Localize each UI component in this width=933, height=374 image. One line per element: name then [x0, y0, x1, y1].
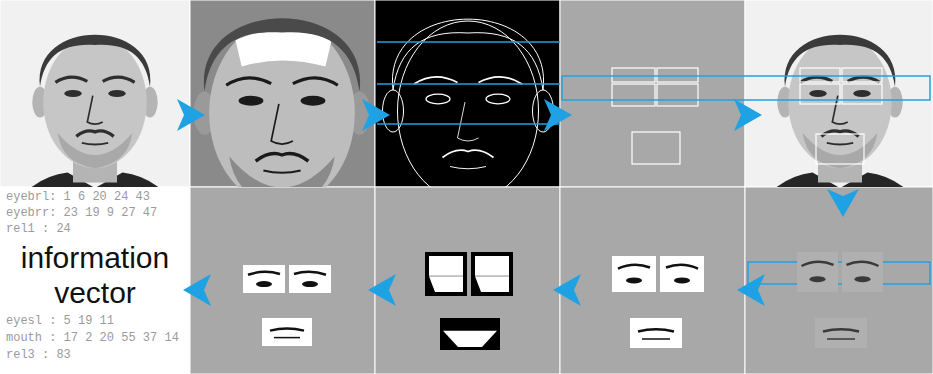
vector-line: rel1 : 24	[6, 222, 71, 237]
flow-arrow	[553, 274, 581, 306]
band-line	[377, 83, 560, 85]
panel-ground	[560, 187, 745, 374]
band-line	[377, 41, 560, 43]
face-figure	[1, 35, 188, 187]
panel-ground	[190, 187, 375, 374]
feature-crop	[425, 252, 513, 350]
panel-ground	[745, 0, 933, 187]
feature-box	[612, 84, 655, 106]
flow-arrow	[544, 99, 572, 131]
vector-line: eyesl : 5 19 11	[6, 314, 114, 329]
panel-ground	[375, 0, 560, 187]
face-figure	[747, 35, 933, 187]
feature-box	[632, 132, 680, 164]
feature-box	[612, 68, 655, 82]
flow-arrows	[177, 99, 859, 306]
panel-ground	[0, 0, 190, 187]
flow-arrow	[734, 99, 762, 131]
feature-box	[800, 84, 840, 104]
flow-arrow	[177, 99, 205, 131]
feature-box	[657, 84, 698, 106]
feature-box	[842, 84, 882, 104]
face-figure	[375, 19, 560, 187]
vector-line: eyebrr: 23 19 9 27 47	[6, 206, 157, 221]
region-boxes	[612, 68, 882, 164]
panel-ground	[560, 0, 745, 187]
band-rect	[562, 76, 930, 100]
flow-arrow	[183, 274, 211, 306]
feature-crop	[612, 256, 704, 348]
band-rect	[748, 262, 930, 284]
face-figure	[190, 18, 375, 187]
feature-crop	[243, 265, 331, 346]
feature-box	[816, 134, 864, 164]
flow-arrow	[827, 189, 859, 217]
panel-ground	[0, 187, 190, 374]
feature-box	[842, 68, 882, 82]
feature-crop	[797, 252, 883, 348]
band-line	[377, 123, 560, 125]
search-band	[377, 42, 930, 284]
feature-box	[800, 68, 840, 82]
flow-arrow	[362, 99, 390, 131]
flow-arrow	[368, 274, 396, 306]
vector-line: rel3 : 83	[6, 348, 71, 363]
vector-line: mouth : 17 2 20 55 37 14	[6, 331, 179, 346]
output-label: information vector	[10, 240, 180, 310]
feature-box	[657, 68, 698, 82]
panel-ground	[745, 187, 933, 374]
flow-arrow	[737, 274, 765, 306]
vector-line: eyebrl: 1 6 20 24 43	[6, 190, 150, 205]
panel-ground	[375, 187, 560, 374]
